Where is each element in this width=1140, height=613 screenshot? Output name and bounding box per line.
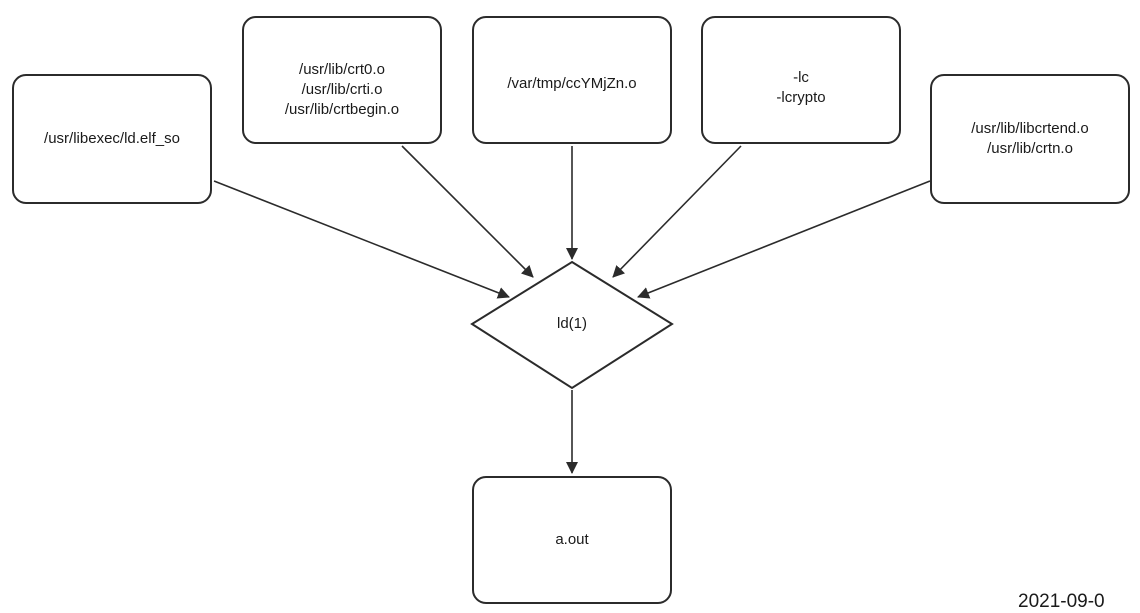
linker-label: ld(1) xyxy=(556,315,587,332)
linker-diamond xyxy=(470,260,674,390)
node-dynamic-linker-label: /usr/libexec/ld.elf_so xyxy=(44,130,180,147)
node-output-binary-label: a.out xyxy=(555,531,589,548)
node-crt-end-objects: /usr/lib/libcrtend.o /usr/lib/crtn.o xyxy=(930,74,1130,204)
edge-ldso-to-linker xyxy=(213,180,510,299)
edge-crt-to-linker xyxy=(401,145,534,278)
node-dynamic-linker: /usr/libexec/ld.elf_so xyxy=(12,74,212,204)
edge-libs-to-linker xyxy=(612,145,742,278)
node-libraries-label: -lc -lcrypto xyxy=(776,69,826,106)
edge-crtend-to-linker xyxy=(637,180,931,299)
node-output-binary: a.out xyxy=(472,476,672,604)
node-crt-startup-objects: /usr/lib/crt0.o /usr/lib/crti.o /usr/lib… xyxy=(242,16,442,144)
date-stamp: 2021-09-0 xyxy=(1018,591,1105,612)
node-crt-startup-objects-label: /usr/lib/crt0.o /usr/lib/crti.o /usr/lib… xyxy=(284,61,400,118)
node-compiled-object: /var/tmp/ccYMjZn.o xyxy=(472,16,672,144)
node-libraries: -lc -lcrypto xyxy=(701,16,901,144)
node-crt-end-objects-label: /usr/lib/libcrtend.o /usr/lib/crtn.o xyxy=(971,120,1089,157)
node-compiled-object-label: /var/tmp/ccYMjZn.o xyxy=(507,75,637,92)
